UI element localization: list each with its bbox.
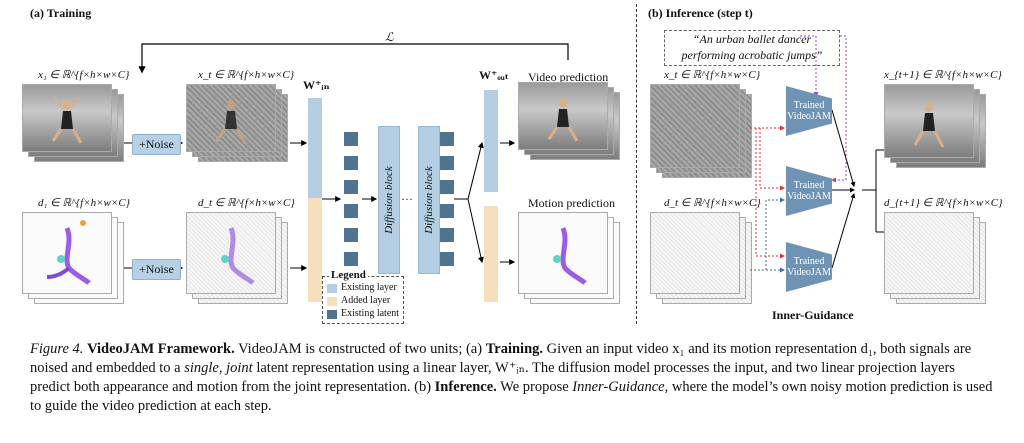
section-divider xyxy=(636,4,637,324)
d1-label: d₁ ∈ ℝ^{f×h×w×C} xyxy=(38,197,131,209)
w-in-added-layer xyxy=(308,198,322,302)
latent-token xyxy=(344,204,358,218)
figure-caption: Figure 4. VideoJAM Framework. VideoJAM i… xyxy=(30,340,996,416)
legend-swatch-existing-latent xyxy=(327,310,337,319)
latent-token xyxy=(344,132,358,146)
inference-label: (b) Inference (step t) xyxy=(648,6,753,20)
latent-token xyxy=(440,204,454,218)
noisy-video-frame xyxy=(186,84,276,152)
latent-token xyxy=(440,180,454,194)
legend: Legend Existing layer Added layer Existi… xyxy=(322,269,404,324)
dancer-icon xyxy=(547,98,579,142)
dt-label: d_t ∈ ℝ^{f×h×w×C} xyxy=(198,197,295,209)
dancer-icon xyxy=(51,96,83,144)
motion-prediction-label: Motion prediction xyxy=(528,196,615,210)
video-prediction-label: Video prediction xyxy=(528,70,609,84)
dancer-icon xyxy=(913,102,945,148)
inference-xt-label: x_t ∈ ℝ^{f×h×w×C} xyxy=(664,69,761,81)
inference-arrows xyxy=(750,35,884,273)
w-out-added-layer xyxy=(484,206,498,302)
trained-videojam-3: Trained VideoJAM xyxy=(786,242,832,292)
loss-symbol: ℒ xyxy=(385,30,394,44)
latent-token xyxy=(344,228,358,242)
legend-label: Added layer xyxy=(341,295,391,306)
dt1-label: d_{t+1} ∈ ℝ^{f×h×w×C} xyxy=(884,197,1003,209)
latent-token xyxy=(440,252,454,266)
caption-inner-guidance: Inner-Guidance xyxy=(572,379,665,395)
latent-token xyxy=(344,252,358,266)
legend-label: Existing latent xyxy=(341,308,400,319)
motion-frame xyxy=(22,212,112,294)
caption-text: latent representation using a linear lay… xyxy=(30,360,955,395)
inf-noisy-motion xyxy=(650,212,740,294)
latent-token xyxy=(344,156,358,170)
noise-box-motion: +Noise xyxy=(132,259,181,280)
out-motion xyxy=(884,212,974,294)
ellipsis: ··· xyxy=(401,192,413,206)
motion-flow-icon xyxy=(46,220,91,285)
noise-box-video: +Noise xyxy=(132,134,181,155)
caption-text: , where the model’s own noisy motion pre… xyxy=(30,379,993,414)
latent-token xyxy=(440,156,454,170)
prompt-box: “An urban ballet dancer performing acrob… xyxy=(664,30,840,66)
motion-flow-icon xyxy=(553,227,587,285)
motion-flow-icon xyxy=(221,227,255,285)
w-out-existing-layer xyxy=(484,90,498,192)
caption-text: Given an input video x₁ and its motion r… xyxy=(30,341,972,376)
noisy-motion-frame xyxy=(186,212,276,294)
legend-label: Existing layer xyxy=(341,282,397,293)
legend-title: Legend xyxy=(329,269,368,281)
input-video-frame xyxy=(22,84,112,152)
caption-training: Training. xyxy=(485,341,544,357)
xt-label: x_t ∈ ℝ^{f×h×w×C} xyxy=(198,69,295,81)
diffusion-block-2: Diffusion block xyxy=(418,126,440,274)
inner-guidance-label: Inner-Guidance xyxy=(772,308,854,322)
inference-dt-label: d_t ∈ ℝ^{f×h×w×C} xyxy=(664,197,761,209)
w-in-existing-layer xyxy=(308,98,322,198)
caption-emph: single, joint xyxy=(184,360,253,376)
latent-token xyxy=(440,132,454,146)
video-pred-frame xyxy=(518,82,608,150)
latent-token xyxy=(344,180,358,194)
inf-noisy-video xyxy=(650,84,740,168)
caption-title: VideoJAM Framework. xyxy=(87,341,235,357)
legend-swatch-added-layer xyxy=(327,297,337,306)
w-out-label: W⁺ₒᵤₜ xyxy=(479,68,510,82)
caption-text: We propose xyxy=(496,379,573,395)
xt1-label: x_{t+1} ∈ ℝ^{f×h×w×C} xyxy=(884,69,1002,81)
loss-arrow xyxy=(122,43,569,271)
legend-swatch-existing-layer xyxy=(327,284,337,293)
training-label: (a) Training xyxy=(30,6,92,20)
caption-fig-num: Figure 4. xyxy=(30,341,84,357)
diffusion-block-1: Diffusion block xyxy=(378,126,400,274)
caption-text: VideoJAM is constructed of two units; (a… xyxy=(234,341,486,357)
x1-label: x₁ ∈ ℝ^{f×h×w×C} xyxy=(38,69,130,81)
out-video xyxy=(884,84,974,158)
latent-token xyxy=(440,228,454,242)
dancer-icon xyxy=(215,100,247,144)
w-in-label: W⁺ᵢₙ xyxy=(303,78,330,92)
motion-pred-frame xyxy=(518,212,608,294)
caption-inference: Inference. xyxy=(434,379,497,395)
